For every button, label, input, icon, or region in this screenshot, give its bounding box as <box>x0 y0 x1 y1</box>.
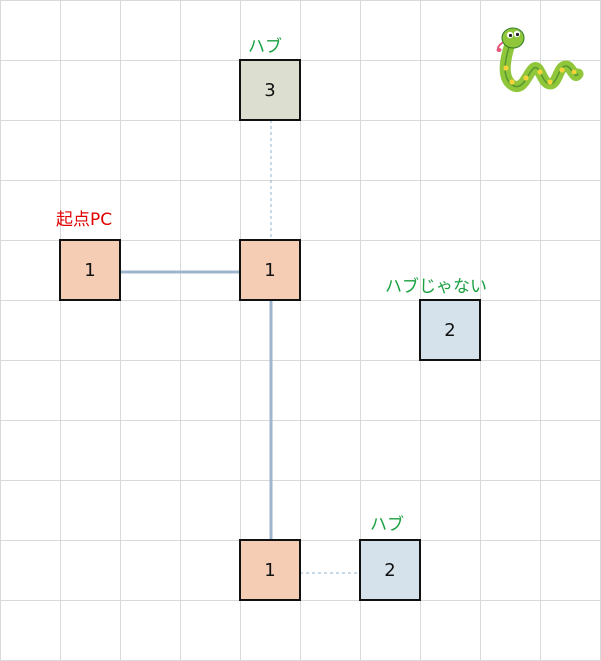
node-center: 1 <box>239 239 301 301</box>
not-hub-label: ハブじゃない <box>385 272 487 297</box>
hub-bottom-label: ハブ <box>370 510 404 535</box>
node-bottom-left: 1 <box>239 539 301 601</box>
snake-icon <box>490 22 585 97</box>
node-start-pc: 1 <box>59 239 121 301</box>
hub-top-label: ハブ <box>248 32 282 57</box>
node-bottom-right-hub: 2 <box>359 539 421 601</box>
node-top-hub: 3 <box>239 59 301 121</box>
start-pc-label: 起点PC <box>56 205 112 230</box>
node-right-middle: 2 <box>419 299 481 361</box>
